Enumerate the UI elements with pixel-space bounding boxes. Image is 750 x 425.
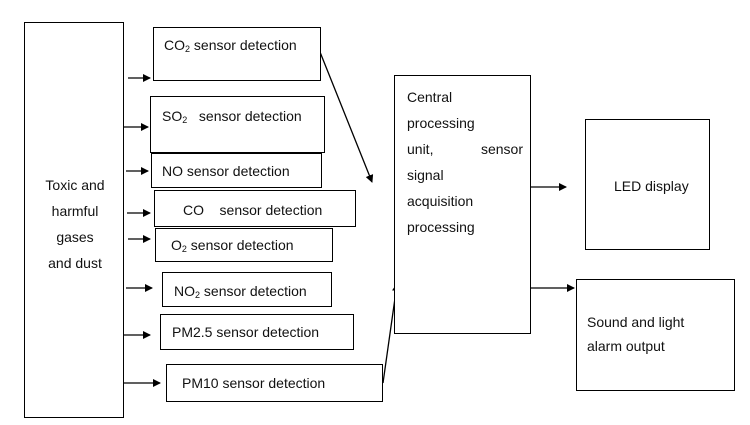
sensor-label-no2: NO2 sensor detection [174,283,307,300]
sensor-label-pm25: PM2.5 sensor detection [172,324,320,340]
source-line: and dust [48,255,102,271]
source-label: Toxic and harmful gases and dust [25,172,125,276]
sensor-box-no: NO sensor detection [151,153,322,188]
cpu-line: Central [407,89,453,105]
source-box: Toxic and harmful gases and dust [24,22,124,418]
sensor-label-o2: O2 sensor detection [171,237,294,254]
arrow-co2-to-cpu [319,51,374,183]
alarm-output-label: Sound and light alarm output [587,310,684,358]
sensor-box-co2: CO2 sensor detection [153,27,321,81]
sensor-box-pm25: PM2.5 sensor detection [160,314,354,350]
alarm-line: Sound and light [587,314,685,330]
sensor-box-no2: NO2 sensor detection [162,272,332,307]
led-display-box: LED display [585,119,710,250]
cpu-line: acquisition [407,193,474,209]
sensor-box-pm10: PM10 sensor detection [166,364,383,402]
cpu-line: processing [407,219,475,235]
sensor-label-no: NO sensor detection [162,163,290,179]
sensor-label-co: CO sensor detection [183,202,323,218]
sensor-box-co: CO sensor detection [154,190,356,227]
sensor-box-o2: O2 sensor detection [155,228,333,262]
sensor-label-co2: CO2 sensor detection [164,37,297,54]
cpu-line: unit, sensor [407,141,523,157]
cpu-line: processing [407,115,475,131]
alarm-output-box: Sound and light alarm output [576,279,735,391]
sensor-label-so2: SO2 sensor detection [162,108,302,125]
cpu-line: signal [407,167,444,183]
source-to-sensor-arrows [124,74,161,387]
source-line: harmful [51,203,99,219]
led-display-label: LED display [614,178,689,194]
source-line: Toxic and [45,177,105,193]
cpu-label: Central processing unit, sensor signal a… [407,84,523,240]
sensor-box-so2: SO2 sensor detection [150,96,325,153]
source-line: gases [56,229,94,245]
sensor-label-pm10: PM10 sensor detection [182,375,326,391]
cpu-box: Central processing unit, sensor signal a… [394,75,531,334]
alarm-line: alarm output [587,338,665,354]
